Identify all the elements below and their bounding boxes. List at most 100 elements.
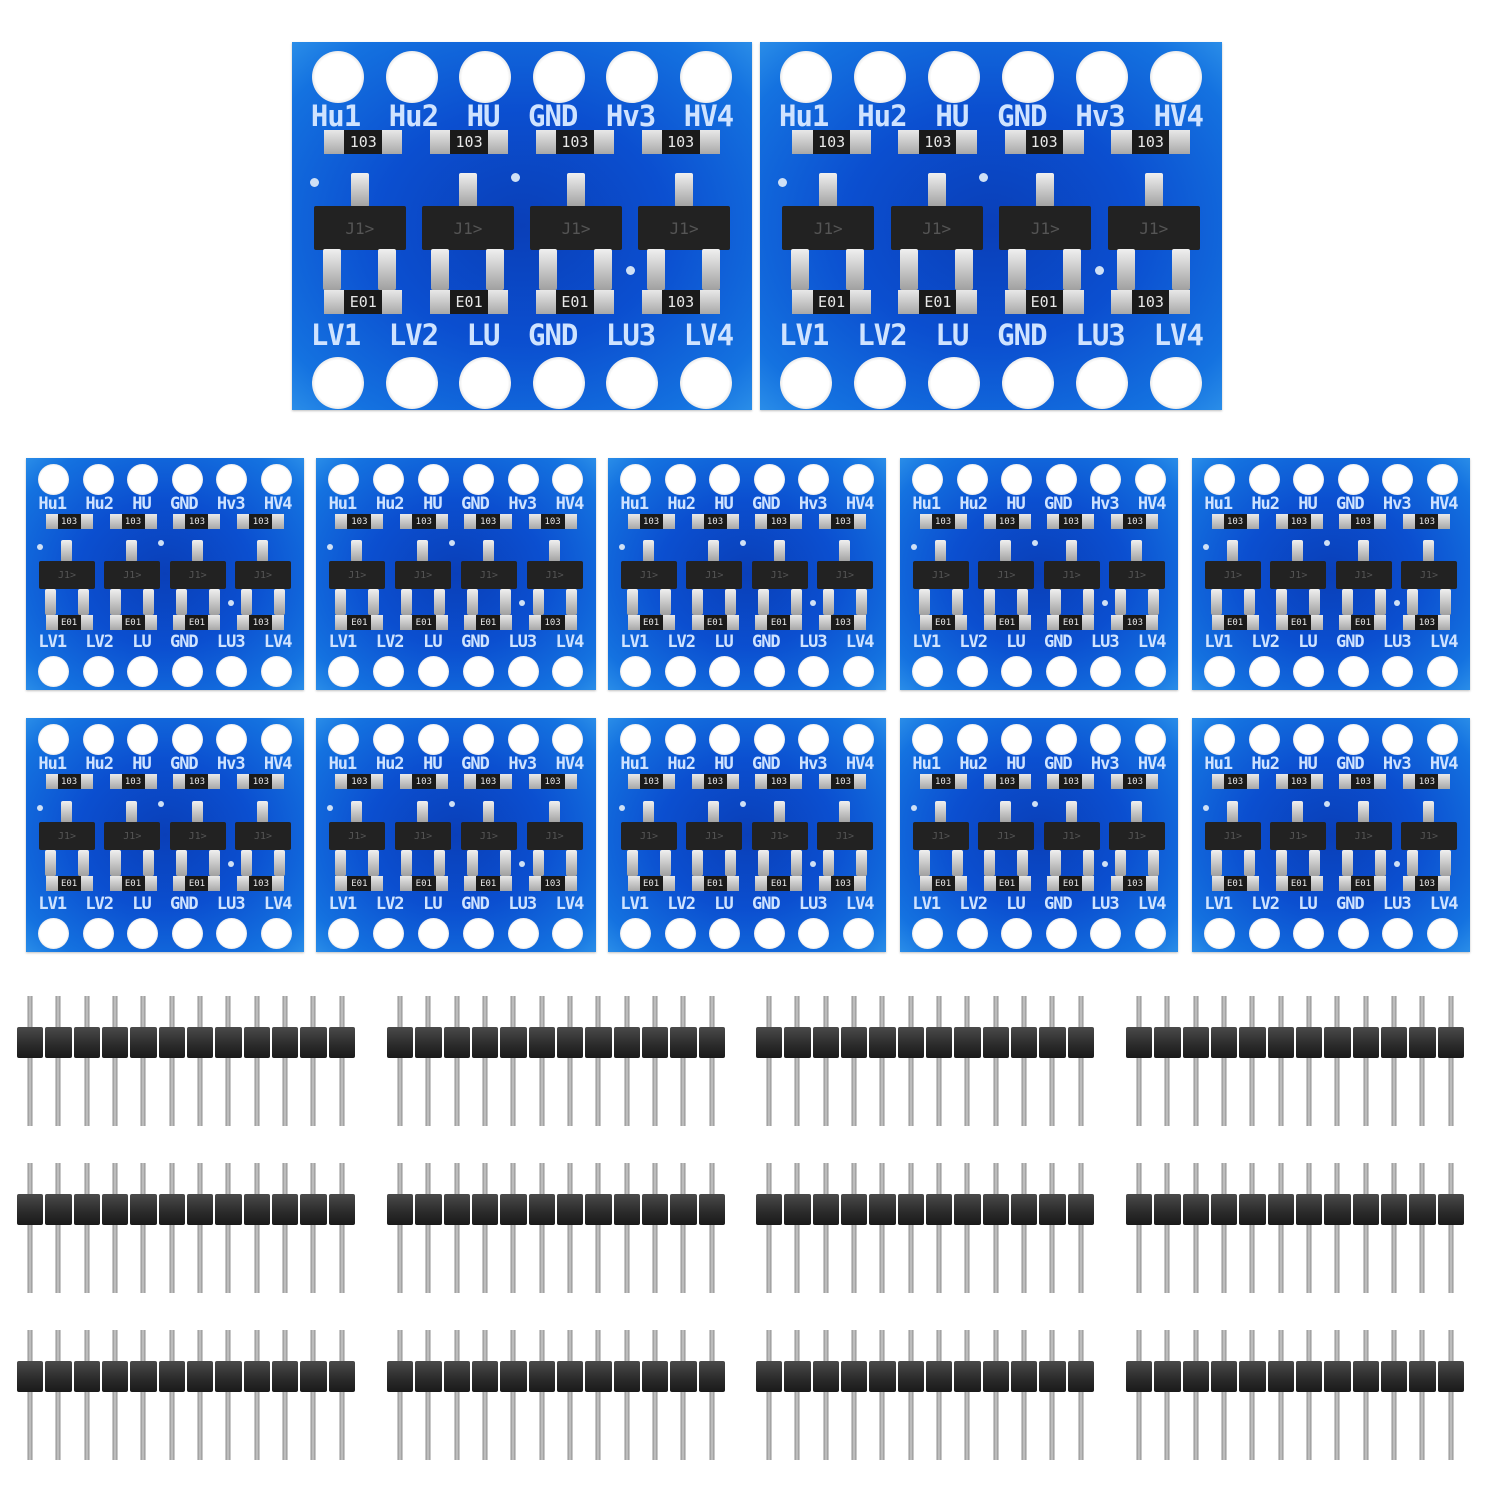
resistor-terminal [80, 774, 93, 789]
through-hole-pad [928, 51, 981, 103]
resistor-terminal [1339, 774, 1352, 789]
metal-pin [680, 996, 686, 1126]
metal-pin [1419, 996, 1425, 1126]
resistor-terminal [528, 514, 541, 529]
sot23-mosfet: J1> [1270, 801, 1327, 878]
mosfet-package: J1> [638, 206, 731, 250]
header-pin [214, 1163, 242, 1293]
pin-label: HU [1006, 494, 1026, 514]
through-hole-pad [260, 656, 292, 687]
resistor-terminal [1211, 774, 1224, 789]
plastic-housing [243, 1361, 270, 1392]
through-hole-pad [1045, 724, 1077, 755]
pin-label: Hu2 [1251, 754, 1280, 774]
through-hole-pad [1293, 724, 1325, 755]
top-pin-row [608, 464, 886, 495]
through-hole-pad [260, 464, 292, 495]
through-hole-pad [1337, 464, 1369, 495]
via-hole [911, 805, 917, 811]
plastic-housing [784, 1027, 811, 1058]
mosfet-lead [1439, 589, 1451, 615]
plastic-housing [17, 1361, 44, 1392]
mosfet-package: J1> [1043, 822, 1100, 850]
smd-resistor: E01 [1275, 876, 1323, 891]
metal-pin [851, 1163, 857, 1293]
resistor-terminal [1438, 774, 1451, 789]
resistor-terminal [1004, 130, 1026, 154]
through-hole-pad [462, 464, 494, 495]
resistor-terminal [528, 615, 541, 630]
pin-label: Hu2 [959, 494, 988, 514]
metal-pin [510, 1163, 516, 1293]
mosfet-package: J1> [1270, 822, 1327, 850]
header-pin [1380, 996, 1408, 1126]
mosfet-lead [918, 850, 930, 876]
plastic-housing [698, 1027, 725, 1058]
mosfet-row: J1>J1>J1>J1> [900, 801, 1178, 878]
sot23-mosfet: J1> [395, 540, 452, 617]
through-hole-pad [1204, 464, 1236, 495]
plastic-housing [45, 1027, 72, 1058]
plastic-housing [500, 1027, 527, 1058]
resistor-terminal [1275, 876, 1288, 891]
smd-resistor: E01 [755, 615, 803, 630]
resistor-terminal [1246, 876, 1259, 891]
sot23-mosfet: J1> [526, 801, 583, 878]
resistor-code: 103 [1123, 514, 1147, 529]
resistor-terminal [109, 774, 122, 789]
smd-resistor: 103 [898, 130, 978, 154]
resistor-code: E01 [995, 615, 1019, 630]
plastic-housing [187, 1027, 214, 1058]
mosfet-lead [1357, 801, 1369, 823]
mosfet-lead [692, 850, 704, 876]
pin-header-strip [925, 996, 1095, 1126]
via-hole [1102, 861, 1108, 867]
pin-label: HV4 [263, 494, 293, 514]
header-pin [953, 1163, 981, 1293]
resistor-code: E01 [703, 876, 727, 891]
pin-label: HU [1298, 754, 1318, 774]
plastic-housing [101, 1361, 129, 1392]
smd-resistor: 103 [983, 514, 1031, 529]
via-hole [158, 801, 164, 807]
mosfet-lead [60, 801, 72, 823]
header-pin [443, 1163, 471, 1293]
metal-pin [1193, 996, 1199, 1126]
metal-pin [197, 1163, 203, 1293]
mosfet-lead [1276, 589, 1288, 615]
pin-label: LU [1006, 894, 1026, 914]
mosfet-lead [1374, 850, 1386, 876]
pin-label: LV4 [555, 632, 585, 652]
plastic-housing [271, 1027, 299, 1058]
smd-resistor: 103 [237, 514, 285, 529]
metal-pin [1448, 1163, 1454, 1293]
resistor-terminal [1211, 514, 1224, 529]
pin-label: Hu2 [667, 754, 696, 774]
resistor-terminal [382, 130, 403, 154]
plastic-housing [784, 1361, 811, 1392]
mosfet-package: J1> [1107, 206, 1200, 250]
resistor-terminal [1310, 514, 1323, 529]
resistor-terminal [173, 876, 186, 891]
header-pin [1437, 1163, 1465, 1293]
resistor-code: E01 [185, 615, 209, 630]
header-pin [44, 1330, 72, 1460]
pin-label: LV2 [667, 894, 696, 914]
through-hole-pad [664, 464, 696, 495]
top-pin-row [316, 464, 596, 495]
sot23-mosfet: J1> [1335, 801, 1392, 878]
through-hole-pad [418, 918, 450, 949]
header-pin [1153, 996, 1181, 1126]
header-pin [982, 1330, 1010, 1460]
header-pin [556, 996, 584, 1126]
